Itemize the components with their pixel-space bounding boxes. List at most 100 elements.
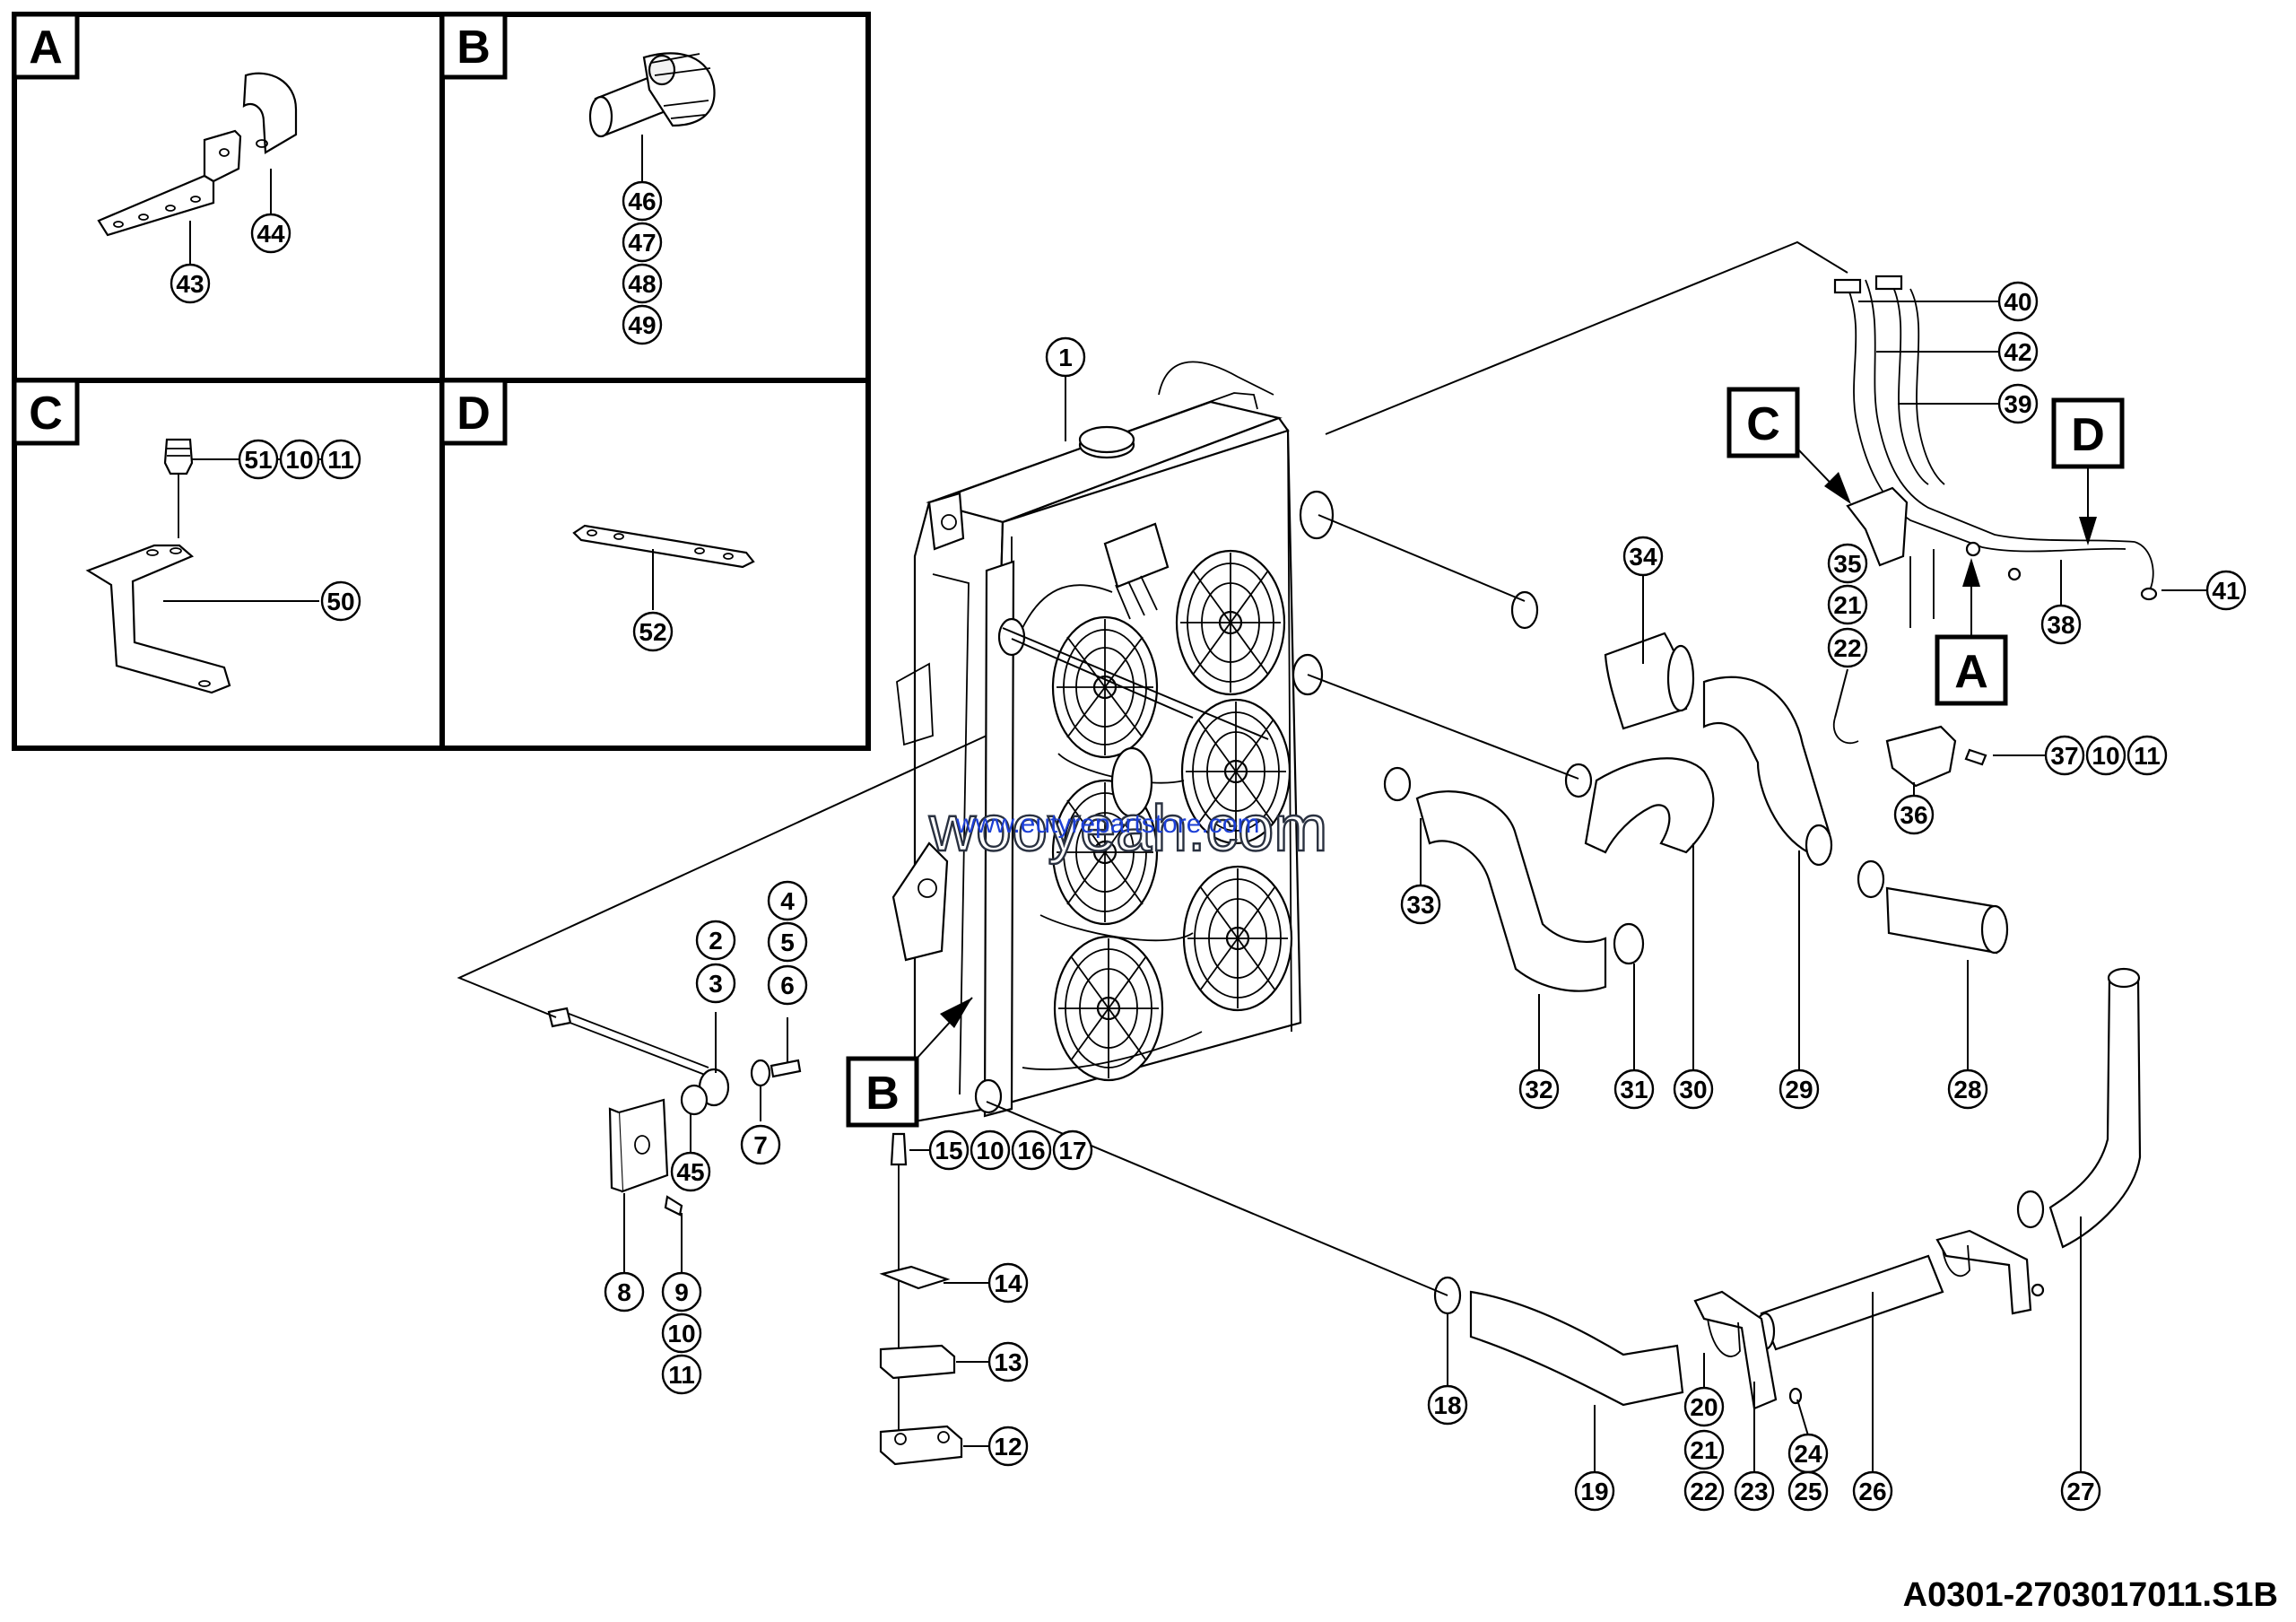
callout-12: 12 [987,1426,1029,1467]
svg-text:43: 43 [176,270,204,298]
hose-30 [1584,757,1715,854]
callout-18: 18 [1427,1384,1468,1426]
svg-text:42: 42 [2004,338,2031,366]
svg-text:17: 17 [1058,1137,1086,1164]
callout-44: 44 [250,213,291,254]
svg-text:35: 35 [1833,550,1861,578]
fan-1 [1051,615,1159,759]
watermark: wooyeah.com www.eutyrepartstore.com [927,792,1329,866]
callout-43: 43 [170,263,211,304]
bolt-37 [1964,748,1987,766]
hose-28 [1885,886,1998,955]
callout-23: 23 [1734,1470,1775,1512]
callout-15: 15 [928,1129,970,1171]
svg-text:14: 14 [994,1269,1022,1297]
svg-text:6: 6 [780,972,795,999]
svg-text:29: 29 [1785,1076,1813,1103]
bracket-36 [1885,725,1957,788]
inset-label-b: B [457,22,491,74]
document-code: A0301-2703017011.S1B [1903,1576,2278,1614]
callout-17: 17 [1052,1129,1093,1171]
svg-text:26: 26 [1858,1478,1886,1505]
hose-32 [1415,790,1607,992]
svg-text:37: 37 [2050,742,2078,770]
view-flag-d: D [2051,397,2125,545]
bolt-6 [770,1059,802,1078]
svg-text:31: 31 [1620,1076,1648,1103]
svg-text:19: 19 [1580,1478,1608,1505]
svg-text:11: 11 [668,1361,695,1389]
svg-text:A: A [1954,646,1988,698]
inset-d: D [439,378,755,610]
svg-text:C: C [1746,398,1780,450]
svg-text:10: 10 [285,446,313,474]
callout-20: 20 [1683,1386,1725,1427]
callout-52: 52 [632,611,674,652]
callout-24: 24 [1787,1433,1829,1474]
outlet-upper [1299,490,1335,540]
svg-text:45: 45 [676,1158,704,1186]
svg-text:3: 3 [709,970,723,998]
callout-10c: 10 [970,1129,1011,1171]
svg-text:16: 16 [1017,1137,1045,1164]
svg-text:32: 32 [1525,1076,1552,1103]
callout-13: 13 [987,1341,1029,1382]
svg-text:21: 21 [1833,591,1861,619]
hose-29 [1702,676,1831,854]
callout-25: 25 [1787,1470,1829,1512]
outlet-left-upper [997,617,1026,657]
svg-text:10: 10 [976,1137,1004,1164]
callout-11: 11 [320,439,361,480]
callout-9: 9 [661,1271,702,1312]
svg-text:23: 23 [1740,1478,1768,1505]
bracket-43 [97,174,215,237]
callout-8: 8 [604,1271,645,1312]
left-hardware [547,1007,963,1466]
inset-label-a: A [29,22,63,74]
callout-28: 28 [1947,1068,1988,1110]
watermark-main: wooyeah.com [928,793,1327,865]
callout-33: 33 [1400,884,1441,925]
callout-42: 42 [1997,331,2039,372]
svg-text:50: 50 [326,588,354,615]
callout-21b: 21 [1683,1429,1725,1470]
inset-panels: A B C [12,12,871,751]
callout-37: 37 [2044,735,2085,776]
callout-10d: 10 [2085,735,2126,776]
callout-30: 30 [1673,1068,1714,1110]
callout-49: 49 [622,304,663,345]
callout-32: 32 [1518,1068,1560,1110]
svg-text:36: 36 [1900,801,1927,829]
svg-text:7: 7 [753,1131,768,1159]
callout-48: 48 [622,263,663,304]
inset-label-d: D [457,388,491,440]
callouts: 43 44 46 47 48 49 51 10 11 50 52 1 2 3 4… [170,180,2247,1512]
view-flags: B C D A [846,387,2125,1128]
washer-7 [750,1059,771,1087]
callout-1: 1 [1045,336,1086,378]
svg-text:10: 10 [2092,742,2119,770]
callout-11d: 11 [2126,735,2168,776]
svg-text:11: 11 [327,446,354,474]
svg-text:41: 41 [2212,577,2239,605]
inset-a: A [12,12,298,266]
fan-5 [1053,935,1164,1082]
inset-b: B [439,12,716,185]
callout-2: 2 [695,920,736,961]
control-box [1103,522,1170,589]
svg-text:30: 30 [1679,1076,1707,1103]
svg-text:11: 11 [2134,742,2161,770]
bracket-23 [1693,1290,1778,1410]
svg-text:24: 24 [1794,1440,1822,1468]
callout-22: 22 [1827,627,1868,668]
callout-45: 45 [670,1151,711,1192]
pipe-27 [2048,976,2142,1249]
svg-text:5: 5 [780,929,795,956]
svg-text:52: 52 [639,618,666,646]
callout-29: 29 [1779,1068,1820,1110]
callout-5: 5 [767,921,808,963]
svg-text:49: 49 [628,311,656,339]
fan-4 [1180,698,1292,845]
watermark-sub: www.eutyrepartstore.com [955,809,1259,839]
